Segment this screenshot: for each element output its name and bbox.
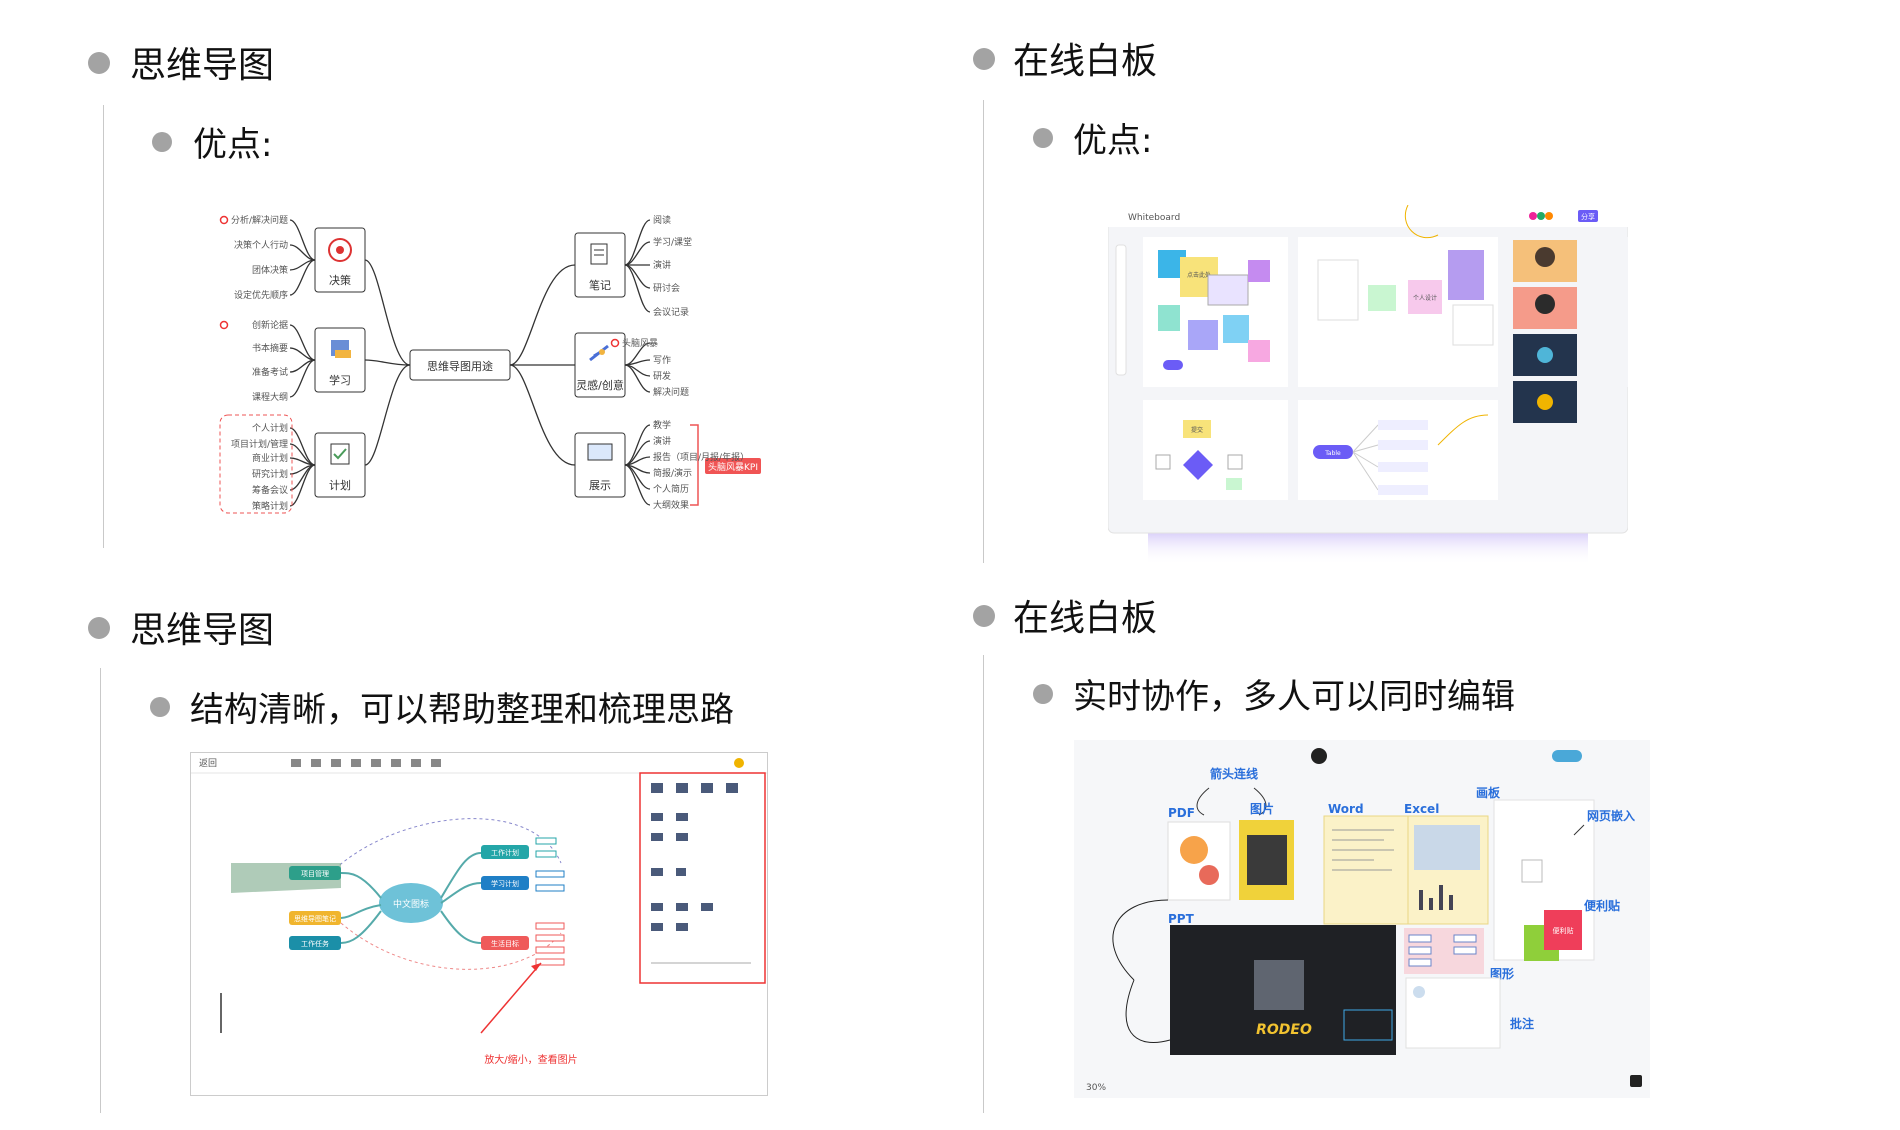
back-button[interactable]: 返回 (199, 757, 217, 769)
leaf: 个人计划 (252, 422, 288, 434)
callout-web: 网页嵌入 (1587, 808, 1635, 823)
branch-decision: 决策 (329, 273, 351, 287)
indent-line (100, 668, 101, 1113)
center-node: 思维导图用途 (427, 359, 493, 373)
share-button[interactable] (1578, 210, 1598, 222)
node: 学习计划 (491, 879, 519, 888)
leaf: 书本摘要 (252, 342, 288, 354)
leaf: 团体决策 (252, 264, 288, 276)
minimap-toggle[interactable] (1630, 1075, 1642, 1087)
bullet-icon (973, 48, 995, 70)
leaf: 写作 (653, 354, 671, 366)
branch-inspiration: 灵感/创意 (576, 378, 624, 392)
share-label: 分享 (1581, 212, 1595, 221)
leaf: 课程大纲 (252, 391, 288, 403)
callout-word: Word (1328, 802, 1364, 816)
leaf: 研发 (653, 370, 671, 382)
leaf: 解决问题 (653, 386, 689, 398)
section-sub-bottom-right: 实时协作，多人可以同时编辑 (1073, 677, 1515, 717)
bullet-icon (973, 605, 995, 627)
bullet-icon (152, 132, 172, 152)
sticky-note: 便利贴 (1553, 926, 1574, 935)
callout-image: 图片 (1250, 801, 1274, 816)
branch-notes: 笔记 (589, 278, 611, 292)
leaf: 准备考试 (252, 366, 288, 378)
mindmap-editor-screenshot: 返回 中文图标 工作计划 学习计划 生活目标 项目管理 思维导图笔记 工作任务 … (190, 752, 768, 1096)
tag-label: 头脑风暴KPI (708, 461, 758, 473)
callout-sticky: 便利贴 (1584, 898, 1620, 913)
node: 思维导图笔记 (294, 914, 336, 923)
leaf: 报告（项目/月报/年报） (653, 451, 749, 463)
node: 工作计划 (491, 848, 519, 857)
leaf: 会议记录 (653, 306, 689, 318)
bullet-icon (1033, 128, 1053, 148)
node: 生活目标 (491, 939, 519, 948)
leaf: 大纲效果 (653, 499, 689, 511)
mindmap-uses-image: 头脑风暴KPI 思维导图用途 决策 学习 计划 笔记 灵感/创意 展示 分析/解… (210, 200, 770, 530)
whiteboard-collab-screenshot: 箭头连线 PDF 图片 Word Excel 画板 网页嵌入 PPT RODEO… (1074, 740, 1650, 1098)
sticky-text: 点击此处 (1187, 271, 1211, 279)
leaf: 创新论据 (252, 319, 288, 331)
bullet-icon (150, 697, 170, 717)
callout-arrow: 箭头连线 (1210, 766, 1258, 781)
leaf: 头脑风暴 (622, 337, 658, 349)
section-sub-top-left: 优点: (193, 125, 273, 165)
branch-plan: 计划 (329, 479, 351, 492)
leaf: 筹备会议 (252, 484, 288, 496)
ppt-graphic-text: RODEO (1256, 1022, 1312, 1038)
center-node: 中文图标 (393, 898, 429, 910)
properties-panel[interactable] (639, 772, 766, 984)
bullet-icon (1033, 684, 1053, 704)
section-sub-top-right: 优点: (1073, 121, 1153, 161)
tool-sidebar[interactable] (1115, 244, 1127, 376)
indent-line (983, 655, 984, 1113)
leaf: 决策个人行动 (234, 239, 288, 251)
callout-excel: Excel (1404, 802, 1439, 816)
section-title-bottom-right: 在线白板 (1013, 598, 1158, 639)
leaf: 项目计划/管理 (231, 438, 288, 450)
leaf: 学习/课堂 (653, 236, 692, 248)
section-title-bottom-left: 思维导图 (130, 610, 275, 651)
zoom-level[interactable]: 30% (1086, 1083, 1106, 1093)
section-title-top-right: 在线白板 (1013, 41, 1158, 82)
leaf: 演讲 (653, 259, 671, 271)
whiteboard-title: Whiteboard (1128, 213, 1180, 223)
bullet-icon (88, 52, 110, 74)
leaf: 阅读 (653, 214, 671, 226)
leaf: 教学 (653, 419, 671, 431)
leaf: 策略计划 (252, 500, 288, 512)
share-button[interactable] (1552, 750, 1582, 762)
leaf: 研究计划 (252, 468, 288, 480)
leaf: 分析/解决问题 (231, 214, 288, 226)
callout-canvas: 画板 (1476, 785, 1501, 800)
whiteboard-screenshot: Whiteboard 分享 点击此处 个人设计 提交 Table (1108, 205, 1628, 565)
callout-ppt: PPT (1168, 912, 1195, 926)
sticky-text: 个人设计 (1413, 294, 1437, 302)
indent-line (983, 100, 984, 563)
node-text: Table (1324, 450, 1341, 457)
callout-comment: 批注 (1510, 1016, 1534, 1031)
bullet-icon (88, 617, 110, 639)
node: 工作任务 (301, 939, 329, 948)
callout-pdf: PDF (1168, 806, 1195, 820)
branch-study: 学习 (329, 373, 351, 387)
play-icon[interactable] (1311, 748, 1327, 764)
leaf: 个人简历 (653, 483, 689, 495)
annotation-note: 放大/缩小，查看图片 (484, 1053, 577, 1066)
leaf: 研讨会 (653, 282, 680, 294)
leaf: 商业计划 (252, 452, 288, 464)
leaf: 简报/演示 (653, 467, 692, 479)
leaf: 演讲 (653, 435, 671, 447)
section-title-top-left: 思维导图 (130, 45, 275, 86)
sticky-text: 提交 (1191, 426, 1203, 434)
section-sub-bottom-left: 结构清晰，可以帮助整理和梳理思路 (190, 690, 734, 730)
indent-line (103, 105, 104, 548)
leaf: 设定优先顺序 (234, 289, 288, 301)
branch-show: 展示 (589, 479, 611, 492)
node: 项目管理 (301, 869, 329, 878)
